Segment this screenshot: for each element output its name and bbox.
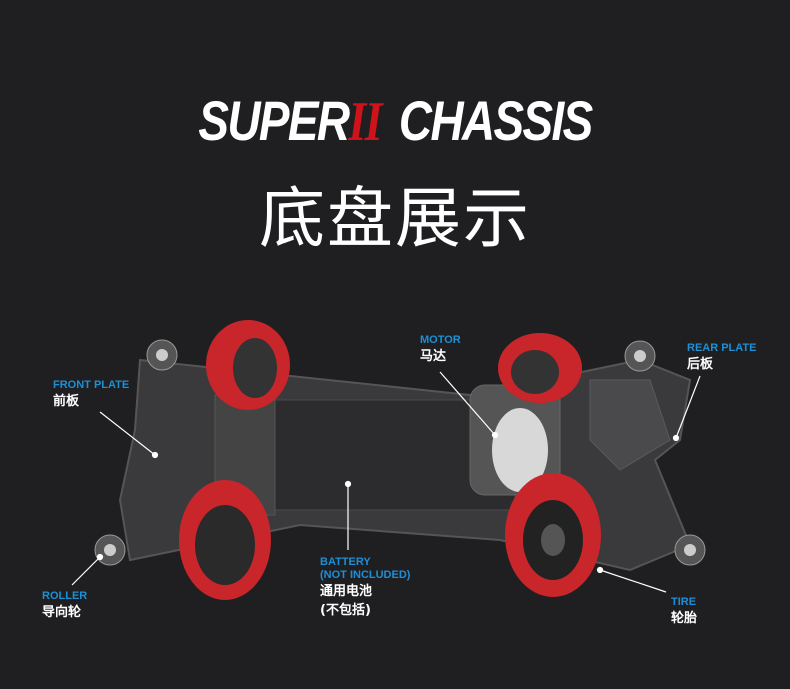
label-en-note: (NOT INCLUDED) xyxy=(320,569,411,581)
label-cn: 导向轮 xyxy=(42,605,82,620)
title-roman-numeral: II xyxy=(348,91,382,153)
label-en: BATTERY xyxy=(320,556,371,568)
label-cn: 通用电池 xyxy=(320,584,373,599)
leader-lines xyxy=(71,371,701,593)
tires xyxy=(179,320,601,600)
label-cn-note: (不包括) xyxy=(320,603,371,618)
label-cn: 前板 xyxy=(53,394,80,409)
label-en: REAR PLATE xyxy=(687,342,757,354)
title-chassis: CHASSIS xyxy=(398,89,593,152)
label-cn: 轮胎 xyxy=(671,611,698,626)
label-motor: MOTOR 马达 xyxy=(420,334,461,366)
label-rear-plate: REAR PLATE 后板 xyxy=(687,342,756,374)
label-en: TIRE xyxy=(671,596,697,608)
label-roller: ROLLER 导向轮 xyxy=(42,590,87,622)
label-tire: TIRE 轮胎 xyxy=(671,596,697,628)
title-super: SUPER xyxy=(198,89,350,152)
title-chinese: 底盘展示 xyxy=(259,180,531,257)
label-en: ROLLER xyxy=(42,590,88,602)
rollers xyxy=(94,339,706,566)
label-battery: BATTERY (NOT INCLUDED) 通用电池 (不包括) xyxy=(320,556,410,620)
label-front-plate: FRONT PLATE 前板 xyxy=(53,379,129,411)
label-cn: 后板 xyxy=(687,357,714,372)
title-english: SUPERII CHASSIS xyxy=(71,88,719,154)
label-en: MOTOR xyxy=(420,334,461,346)
label-en: FRONT PLATE xyxy=(53,379,130,391)
label-cn: 马达 xyxy=(420,349,447,364)
